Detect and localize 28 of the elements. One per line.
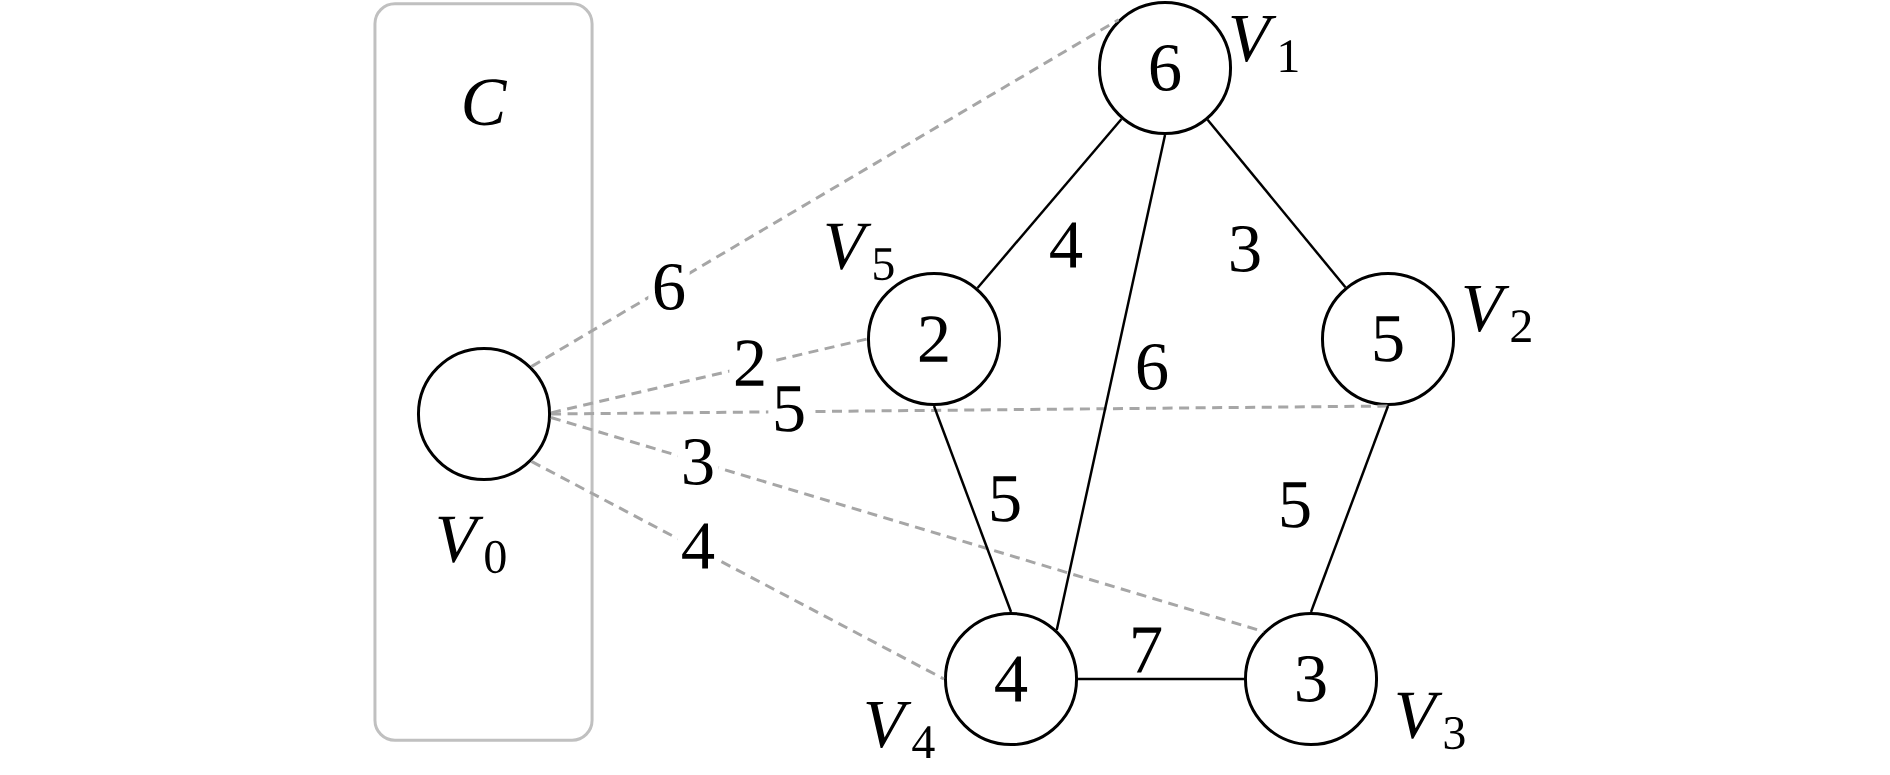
edge-label: 7 bbox=[1125, 624, 1167, 676]
edge-label: 6 bbox=[1131, 340, 1173, 394]
graph-edge bbox=[976, 118, 1123, 289]
graph-edge bbox=[1055, 134, 1167, 631]
edge-label: 4 bbox=[1045, 218, 1087, 272]
graph-edge bbox=[530, 18, 1120, 368]
edge-label: 3 bbox=[677, 435, 719, 489]
graph-edge bbox=[530, 460, 945, 681]
graph-edge bbox=[1206, 119, 1347, 289]
vertex-circle bbox=[416, 346, 552, 482]
vertex-label: V$_{4}$ bbox=[866, 702, 935, 758]
graph-edge bbox=[550, 337, 868, 415]
edge-label: 4 bbox=[677, 519, 719, 573]
graph-edge bbox=[932, 405, 1013, 613]
vertex-label: V$_{1}$ bbox=[1231, 16, 1298, 72]
graph-edge bbox=[551, 404, 1389, 416]
vertex-label: V$_{0}$ bbox=[438, 516, 506, 574]
vertex-label: V$_{2}$ bbox=[1464, 286, 1531, 342]
edge-label: 5 bbox=[984, 472, 1026, 526]
vertex-label: V$_{3}$ bbox=[1397, 692, 1465, 750]
edge-label: 6 bbox=[648, 260, 690, 314]
graph-edge bbox=[1078, 677, 1244, 681]
graph-edge bbox=[1309, 405, 1390, 613]
edge-label: 5 bbox=[1274, 478, 1316, 532]
edge-label: 5 bbox=[768, 382, 810, 436]
edge-label: 2 bbox=[729, 336, 771, 390]
graph-edge bbox=[550, 416, 1265, 634]
edge-label: 3 bbox=[1224, 222, 1266, 276]
